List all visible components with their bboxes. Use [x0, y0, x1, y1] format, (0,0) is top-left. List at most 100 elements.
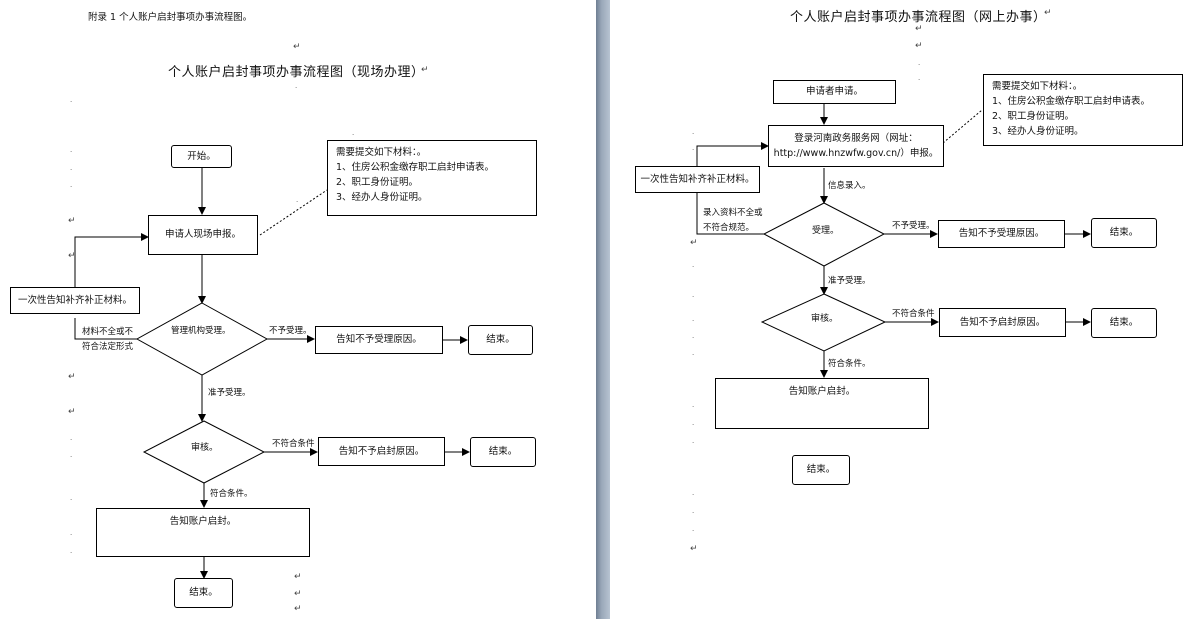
format-dot: .	[692, 401, 695, 409]
format-dot: .	[692, 144, 695, 152]
format-dot: .	[352, 129, 355, 137]
materials-item: 3、经办人身份证明。	[336, 191, 428, 203]
dotted-connector	[259, 189, 328, 236]
supplement-box: 一次性告知补齐补正材料。	[635, 166, 760, 193]
materials-heading: 需要提交如下材料：。	[336, 147, 427, 158]
format-dot: .	[692, 315, 695, 323]
materials-item: 2、职工身份证明。	[992, 110, 1075, 122]
paragraph-mark: ↵	[690, 238, 698, 248]
accept-label: 准予受理。	[828, 276, 871, 286]
paragraph-mark: ↵	[690, 544, 698, 554]
start-node: 开始。	[171, 145, 232, 168]
format-dot: .	[692, 128, 695, 136]
line-decide-to-supplement	[696, 193, 764, 235]
format-dot: .	[692, 437, 695, 445]
format-dot: .	[295, 82, 298, 90]
decision-accept-diamond	[135, 302, 269, 376]
materials-box: 需要提交如下材料：。 1、住房公积金缴存职工启封申请表。 2、职工身份证明。 3…	[983, 74, 1183, 146]
format-dot: .	[918, 74, 921, 82]
not-meet-label: 不符合条件	[892, 309, 935, 319]
paragraph-mark: ↵	[421, 65, 429, 75]
paragraph-mark: ↵	[68, 216, 76, 226]
notify-unseal-box: 告知账户启封。	[96, 508, 310, 557]
paragraph-mark: ↵	[68, 407, 76, 417]
materials-item: 3、经办人身份证明。	[992, 125, 1084, 137]
paragraph-mark: ↵	[68, 372, 76, 382]
apply-onsite-box: 申请人现场申报。	[148, 215, 258, 255]
not-legal-label: 符合法定形式	[82, 342, 134, 352]
supplement-box: 一次性告知补齐补正材料。	[10, 287, 140, 314]
materials-item: 2、职工身份证明。	[336, 176, 419, 188]
format-dot: .	[70, 451, 73, 459]
format-dot: .	[70, 164, 73, 172]
paragraph-mark: ↵	[1044, 8, 1052, 18]
format-dot: .	[70, 96, 73, 104]
not-meet-label: 不符合条件	[272, 439, 315, 449]
login-box: 登录河南政务服务网（网址： http://www.hnzwfw.gov.cn/）…	[768, 125, 944, 167]
right-page: 个人账户启封事项办事流程图（网上办事） 申请者申请。 登录河南政务服务网（网址：…	[610, 0, 1200, 619]
not-accept-label: 不予受理。	[269, 326, 312, 336]
paragraph-mark: ↵	[294, 572, 302, 582]
reject-unseal-box: 告知不予启封原因。	[318, 437, 445, 466]
end-node: 结束。	[1091, 308, 1157, 338]
end-node: 结束。	[792, 455, 850, 485]
end-node: 结束。	[470, 437, 536, 467]
format-dot: .	[692, 291, 695, 299]
format-dot: .	[692, 349, 695, 357]
dotted-connector	[942, 109, 983, 144]
meet-label: 符合条件。	[828, 359, 871, 369]
left-page-title: 个人账户启封事项办事流程图（现场办理）	[168, 65, 425, 80]
reject-unseal-box: 告知不予启封原因。	[939, 308, 1066, 337]
decide-label: 受理。	[812, 226, 840, 236]
incomplete-label: 材料不全或不	[82, 327, 134, 337]
materials-heading: 需要提交如下材料：。	[992, 81, 1083, 92]
login-line: 登录河南政务服务网（网址：	[794, 132, 918, 144]
format-dot: .	[918, 59, 921, 67]
format-dot: .	[296, 196, 299, 204]
format-dot: .	[692, 489, 695, 497]
format-dot: .	[70, 494, 73, 502]
format-dot: .	[692, 332, 695, 340]
format-dot: .	[70, 547, 73, 555]
left-connectors	[74, 168, 470, 579]
format-dot: .	[70, 434, 73, 442]
apply-box: 申请者申请。	[773, 80, 896, 104]
review-label: 审核。	[811, 314, 839, 324]
decide-label: 管理机构受理。	[171, 326, 231, 336]
info-entry-label: 信息录入。	[828, 181, 871, 191]
materials-item: 1、住房公积金缴存职工启封申请表。	[992, 95, 1151, 107]
paragraph-mark: ↵	[915, 24, 923, 34]
materials-box: 需要提交如下材料：。 1、住房公积金缴存职工启封申请表。 2、职工身份证明。 3…	[327, 140, 537, 216]
review-label: 审核。	[191, 443, 219, 453]
reject-accept-box: 告知不予受理原因。	[315, 326, 443, 354]
login-url: http://www.hnzwfw.gov.cn/）申报。	[773, 147, 939, 159]
notify-unseal-box: 告知账户启封。	[715, 378, 929, 429]
not-accept-label: 不予受理。	[892, 221, 935, 231]
not-legal-label: 不符合规范。	[703, 223, 755, 233]
format-dot: .	[70, 181, 73, 189]
paragraph-mark: ↵	[915, 41, 923, 51]
format-dot: .	[692, 261, 695, 269]
reject-accept-box: 告知不予受理原因。	[938, 220, 1065, 248]
arrow-supplement-to-apply	[74, 233, 149, 287]
format-dot: .	[692, 419, 695, 427]
format-dot: .	[692, 507, 695, 515]
paragraph-mark: ↵	[294, 604, 302, 614]
accept-label: 准予受理。	[208, 388, 251, 398]
right-page-title: 个人账户启封事项办事流程图（网上办事）	[790, 10, 1047, 25]
end-node: 结束。	[174, 578, 233, 608]
right-connectors	[696, 104, 1091, 378]
end-node: 结束。	[1091, 218, 1157, 248]
format-dot: .	[692, 525, 695, 533]
left-page: 附录 1 个人账户启封事项办事流程图。 个人账户启封事项办事流程图（现场办理） …	[0, 0, 596, 619]
paragraph-mark: ↵	[68, 251, 76, 261]
line-decide-to-supplement	[74, 318, 137, 340]
paragraph-mark: ↵	[293, 42, 301, 52]
paragraph-mark: ↵	[294, 589, 302, 599]
format-dot: .	[70, 146, 73, 154]
end-node: 结束。	[468, 325, 533, 355]
arrow-supplement-to-login	[696, 142, 769, 166]
page-gutter	[596, 0, 610, 619]
meet-label: 符合条件。	[210, 489, 253, 499]
appendix-label: 附录 1 个人账户启封事项办事流程图。	[88, 12, 253, 23]
